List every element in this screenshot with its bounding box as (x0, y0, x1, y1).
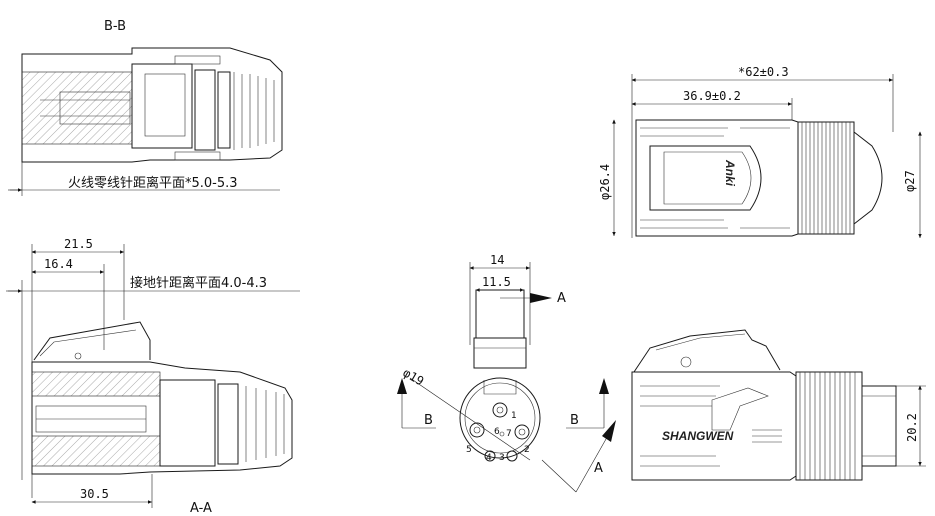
pin-2: 2 (524, 445, 530, 455)
perspective-view: SHANGWEN 20.2 (631, 329, 926, 481)
section-bb-title: B-B (104, 19, 126, 34)
arrow-a-bottom: A (594, 461, 603, 476)
dim-30-5: 30.5 (80, 487, 109, 501)
dim-21-5: 21.5 (64, 237, 93, 251)
brand-label: SHANGWEN (662, 429, 734, 443)
dim-16-4: 16.4 (44, 257, 73, 271)
dim-dia-19: φ19 (401, 365, 427, 388)
dim-dia-27: φ27 (903, 170, 917, 192)
dim-11-5: 11.5 (482, 275, 511, 289)
dim-dia-26-4: φ26.4 (598, 164, 612, 200)
section-bb-view: B-B 火线零线针距离平面*5.0-5.3 (8, 19, 283, 196)
arrow-b-right: B (570, 413, 579, 428)
section-bb-note: 火线零线针距离平面*5.0-5.3 (68, 175, 238, 191)
pin-3: 3 (499, 453, 505, 463)
pin-1: 1 (511, 411, 517, 421)
arrow-a-top: A (557, 291, 566, 306)
pin-6: 6 (494, 427, 500, 437)
dim-20-2: 20.2 (905, 413, 919, 442)
arrow-b-left: B (424, 413, 433, 428)
svg-text:Anki: Anki (723, 159, 737, 187)
pin-5: 5 (466, 445, 472, 455)
dim-62: *62±0.3 (738, 65, 789, 79)
side-view: *62±0.3 36.9±0.2 φ26.4 φ27 Anki (598, 65, 922, 238)
pin-7: 7 (506, 429, 512, 439)
dim-14: 14 (490, 253, 504, 267)
dim-36-9: 36.9±0.2 (683, 89, 741, 103)
section-aa-note: 接地针距离平面4.0-4.3 (130, 275, 267, 291)
section-aa-title: A-A (190, 501, 212, 516)
section-aa-view: 21.5 16.4 接地针距离平面4.0-4.3 30.5 (6, 237, 300, 516)
front-view: 14 11.5 A 1 2 3 4 5 6 7 φ (397, 253, 616, 493)
pin-4: 4 (486, 453, 492, 463)
